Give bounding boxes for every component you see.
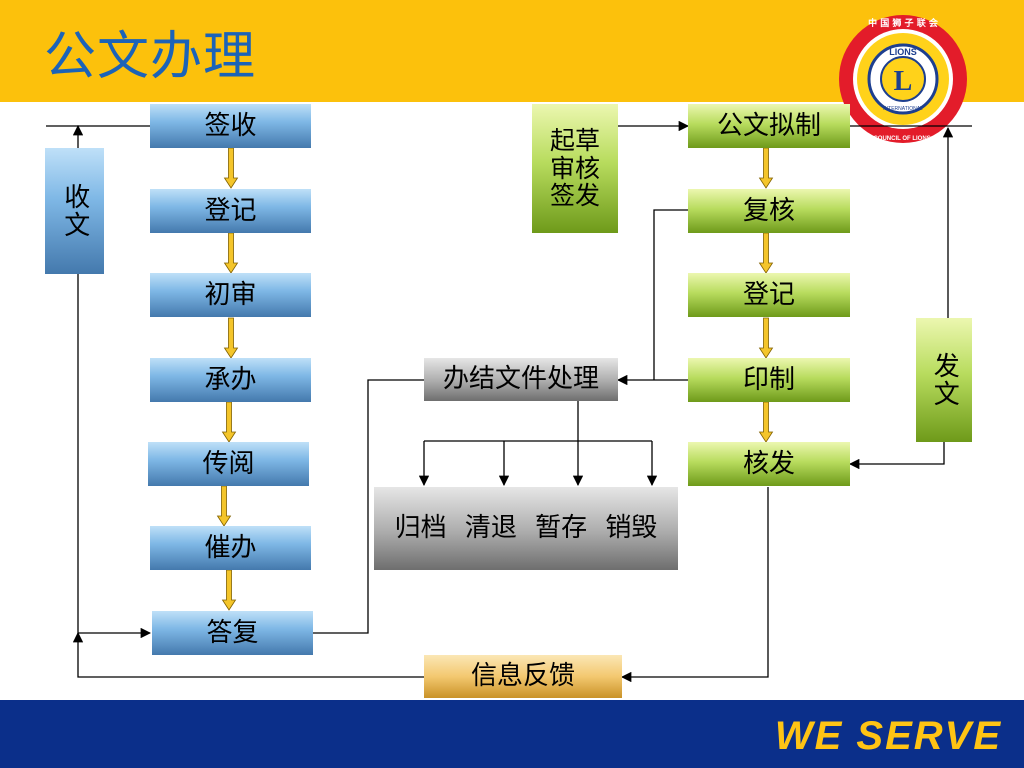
down-arrow-icon bbox=[223, 147, 239, 189]
logo-ring-bottom: CHINA COUNCIL OF LIONS CLUBS bbox=[853, 136, 953, 142]
step-circulate: 传阅 bbox=[148, 442, 309, 486]
send-label: 发文 bbox=[916, 318, 972, 442]
step-drafting: 公文拟制 bbox=[688, 104, 850, 148]
step-initial-review: 初审 bbox=[150, 273, 311, 317]
receive-label: 收文 bbox=[45, 148, 104, 274]
step-register: 登记 bbox=[150, 189, 311, 233]
lions-logo: L LIONS INTERNATIONAL 中 国 狮 子 联 会 CHINA … bbox=[839, 15, 967, 143]
step-sign-receive: 签收 bbox=[150, 104, 311, 148]
logo-band-bottom: INTERNATIONAL bbox=[883, 106, 923, 112]
down-arrow-icon bbox=[223, 317, 239, 359]
reply-to-processing-line bbox=[313, 379, 424, 634]
down-arrow-icon bbox=[758, 317, 774, 359]
slogan-text: WE SERVE bbox=[774, 714, 1002, 758]
feedback-box: 信息反馈 bbox=[424, 655, 622, 698]
logo-ring-top: 中 国 狮 子 联 会 bbox=[868, 17, 939, 29]
draft-review-sign-label: 起草 审核 签发 bbox=[532, 104, 618, 233]
logo-band-top: LIONS bbox=[889, 47, 917, 57]
down-arrow-icon bbox=[223, 232, 239, 274]
step-handle: 承办 bbox=[150, 358, 311, 402]
step-send-register: 登记 bbox=[688, 273, 850, 317]
logo-letter: L bbox=[894, 66, 913, 97]
down-arrow-icon bbox=[216, 485, 232, 527]
receive-to-reply-arrow bbox=[77, 274, 152, 639]
down-arrow-icon bbox=[221, 401, 237, 443]
step-recheck: 复核 bbox=[688, 189, 850, 233]
page-title: 公文办理 bbox=[44, 27, 257, 87]
down-arrow-icon bbox=[221, 569, 237, 611]
down-arrow-icon bbox=[758, 232, 774, 274]
dispose-box: 归档 清退 暂存 销毁 bbox=[374, 487, 678, 570]
down-arrow-icon bbox=[758, 147, 774, 189]
recheck-branch-line bbox=[653, 209, 688, 380]
footer-bar: WE SERVE bbox=[0, 700, 1024, 768]
step-issue: 核发 bbox=[688, 442, 850, 486]
down-arrow-icon bbox=[758, 401, 774, 443]
feedback-to-receive-arrow bbox=[72, 631, 424, 678]
issue-to-feedback-arrow bbox=[620, 487, 769, 683]
step-reply: 答复 bbox=[152, 611, 313, 655]
step-print: 印制 bbox=[688, 358, 850, 402]
step-urge: 催办 bbox=[150, 526, 311, 570]
processing-box: 办结文件处理 bbox=[424, 358, 618, 401]
send-to-issue-arrow bbox=[848, 442, 945, 470]
